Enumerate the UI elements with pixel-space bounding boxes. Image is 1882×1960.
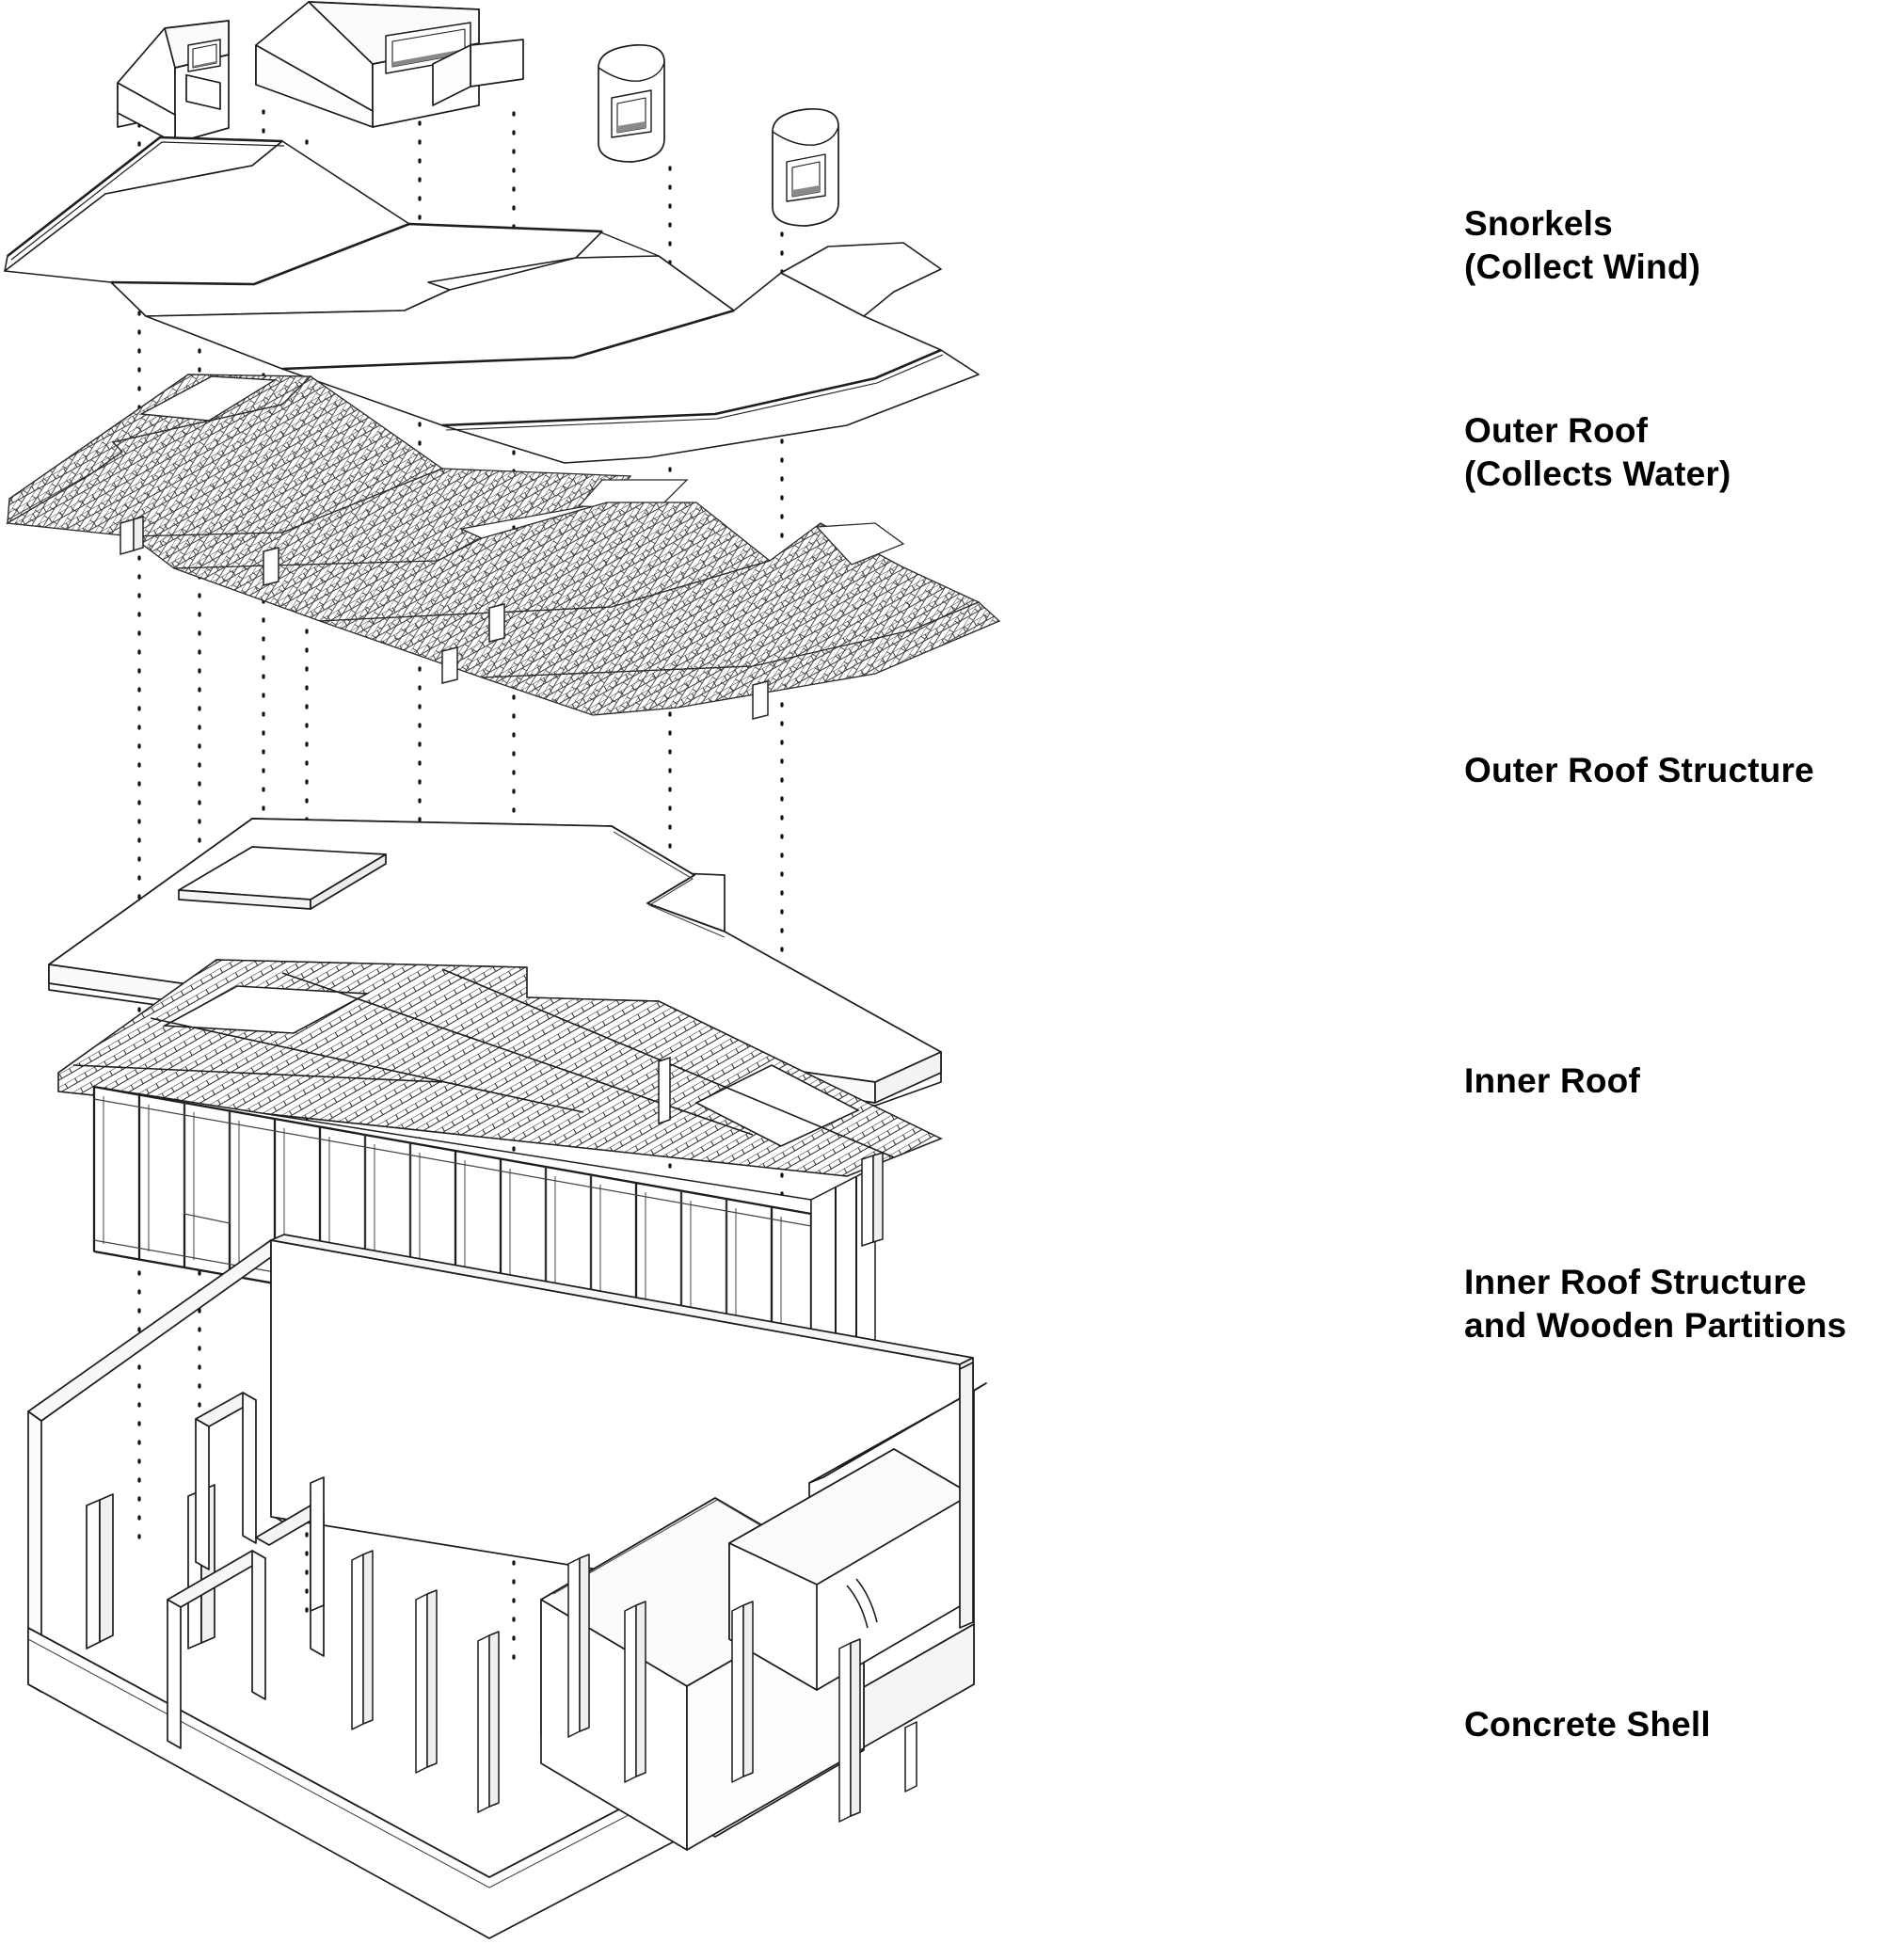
column — [904, 1721, 917, 1793]
facade-head-rail — [93, 1085, 812, 1216]
label-outer-roof-structure: Outer Roof Structure — [1464, 751, 1814, 789]
snorkel-box-small — [117, 20, 230, 144]
column — [624, 1604, 637, 1783]
column — [351, 1554, 364, 1730]
label-concrete-shell: Concrete Shell — [1464, 1705, 1711, 1744]
label-outer-roof: Outer Roof (Collects Water) — [1464, 411, 1731, 494]
snorkel-box-large — [255, 1, 524, 128]
joist-deck-opening — [162, 985, 370, 1034]
snorkel-cylinder-2 — [772, 107, 839, 227]
label-snorkels: Snorkels (Collect Wind) — [1464, 204, 1701, 287]
layer-concrete-shell — [27, 1234, 987, 1939]
snorkel-window — [185, 73, 221, 110]
shell-columns — [351, 1550, 917, 1823]
layer-outer-roof-structure — [5, 374, 1001, 720]
inner-roof-posts — [658, 1056, 884, 1248]
shell-partitions — [86, 1392, 325, 1749]
snorkel-cylinder-1 — [598, 43, 665, 163]
lattice-opening — [815, 522, 905, 566]
layer-outer-roof — [4, 135, 980, 464]
lattice-panel — [481, 601, 1001, 716]
lattice-opening — [138, 375, 278, 422]
column — [838, 1642, 852, 1823]
layer-snorkels — [117, 1, 839, 227]
lattice-supports — [120, 515, 769, 720]
label-inner-roof: Inner Roof — [1464, 1061, 1640, 1100]
column — [477, 1634, 490, 1813]
facade-return — [810, 1165, 876, 1380]
column — [415, 1593, 428, 1774]
column — [731, 1604, 744, 1783]
label-inner-roof-structure-and-wooden-partitions: Inner Roof Structure and Wooden Partitio… — [1464, 1263, 1847, 1346]
shell-curved-detail — [855, 1578, 878, 1623]
column — [567, 1557, 581, 1738]
shell-room-box-right — [728, 1448, 972, 1691]
shell-right-end — [959, 1362, 974, 1629]
